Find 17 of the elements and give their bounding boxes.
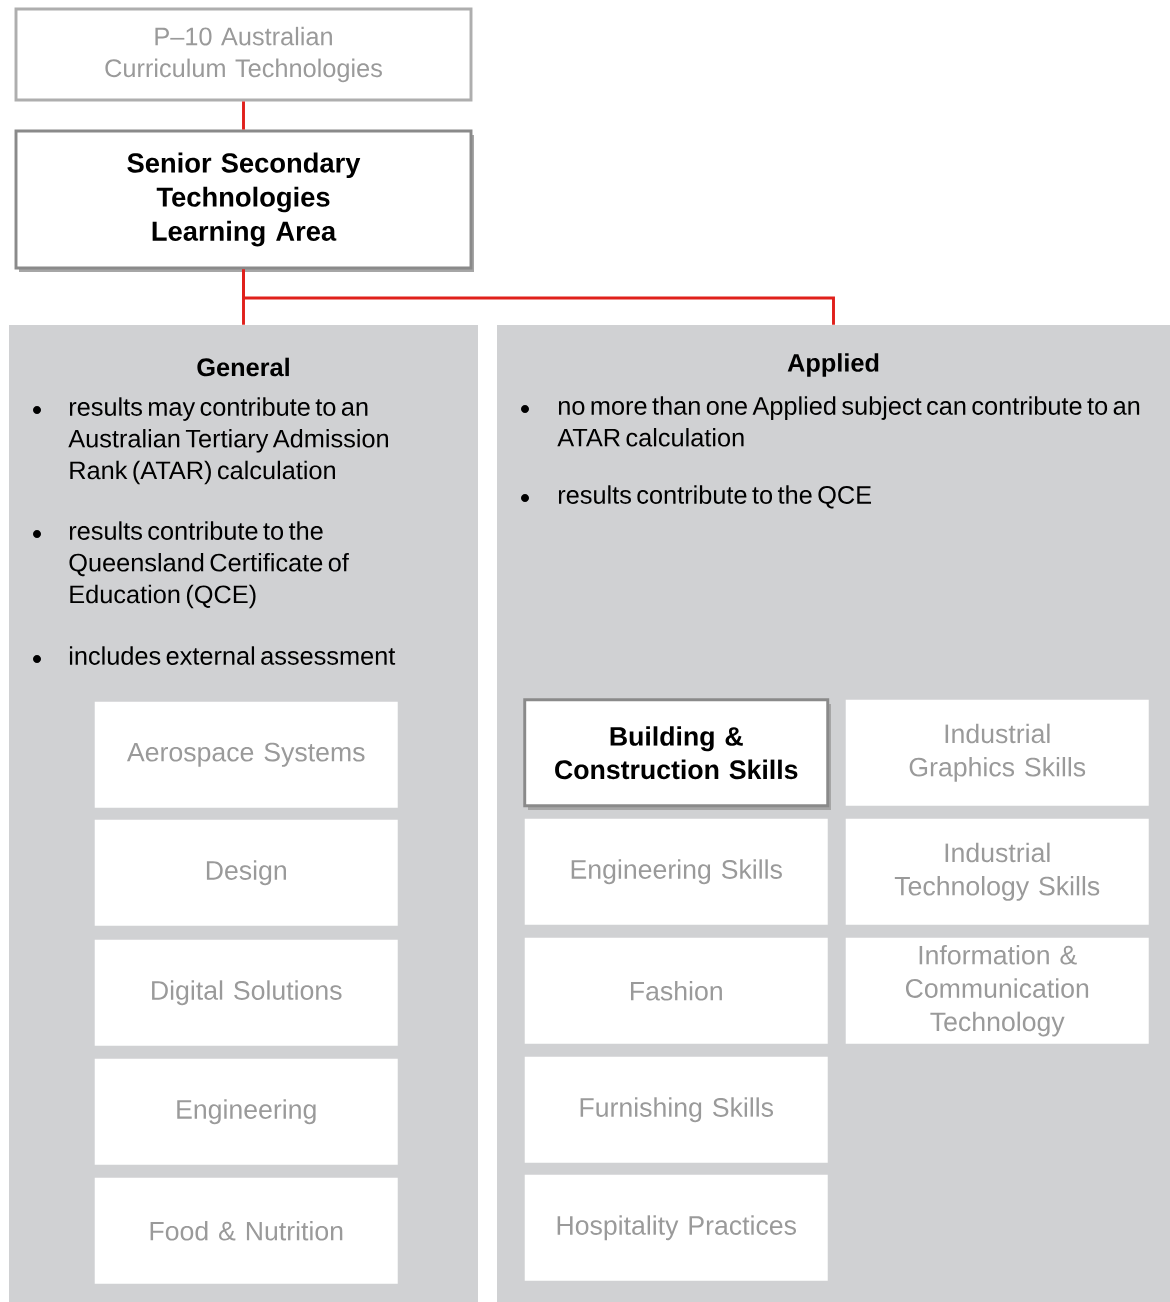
subject-box: Engineering — [94, 1058, 398, 1165]
subject-box: Furnishing Skills — [524, 1056, 828, 1163]
subject-box: Food & Nutrition — [94, 1177, 398, 1284]
subject-box: Digital Solutions — [94, 939, 398, 1046]
subject-box: Information & Communication Technology — [845, 937, 1149, 1044]
learning-area-box: Senior Secondary Technologies Learning Area — [14, 129, 474, 272]
subject-box: Aerospace Systems — [94, 701, 398, 808]
subject-box: Building & Construction Skills — [523, 698, 831, 810]
subject-box: Industrial Technology Skills — [845, 818, 1149, 925]
subject-box: Design — [94, 819, 398, 926]
connector-line — [242, 269, 835, 325]
subject-box: Hospitality Practices — [524, 1174, 828, 1281]
subject-box: Engineering Skills — [524, 818, 828, 925]
subject-box: Fashion — [524, 937, 828, 1044]
subject-box: Industrial Graphics Skills — [845, 699, 1149, 806]
curriculum-box: P–10 Australian Curriculum Technologies — [14, 7, 473, 102]
connector-line — [242, 101, 245, 130]
